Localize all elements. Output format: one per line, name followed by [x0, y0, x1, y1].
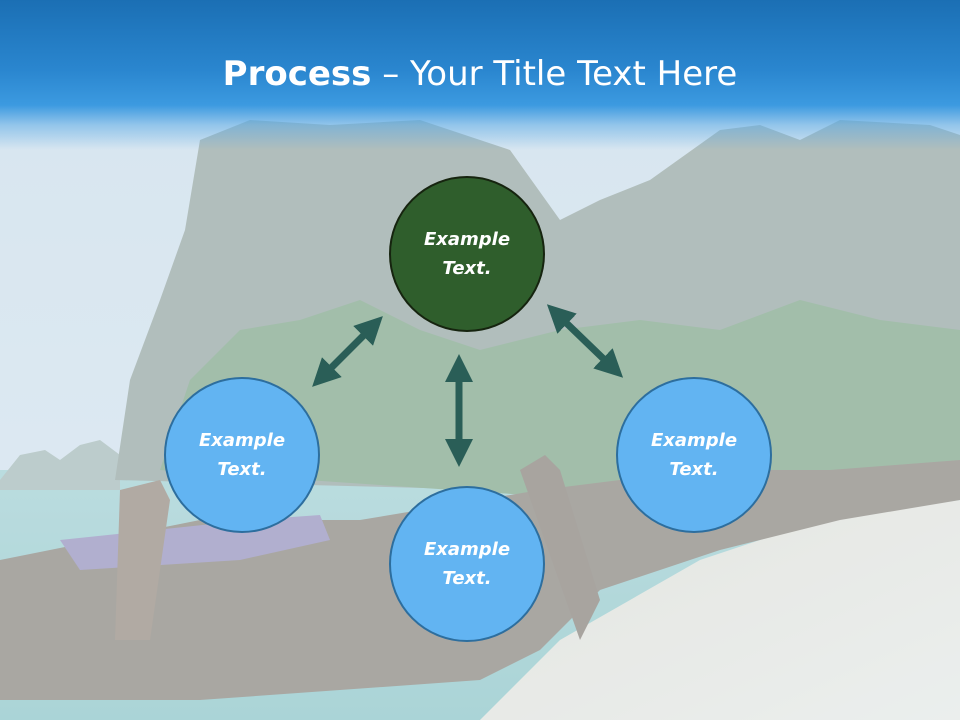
- title-band: [0, 0, 960, 150]
- arrow-left-top: [312, 316, 383, 387]
- node-bottom-line1: Example: [423, 539, 511, 560]
- arrow-right-top: [546, 304, 624, 378]
- node-top-line2: Text.: [442, 258, 492, 279]
- title-rest: Your Title Text Here: [410, 54, 738, 94]
- node-top-line1: Example: [423, 229, 511, 250]
- title-bold: Process: [222, 54, 372, 94]
- node-left-line2: Text.: [217, 459, 267, 480]
- title-dash: –: [371, 54, 411, 94]
- node-right-line1: Example: [650, 430, 738, 451]
- node-right-line2: Text.: [669, 459, 719, 480]
- node-bottom-line2: Text.: [442, 568, 492, 589]
- slide-title: Process – Your Title Text Here: [0, 50, 960, 98]
- node-left-line1: Example: [198, 430, 286, 451]
